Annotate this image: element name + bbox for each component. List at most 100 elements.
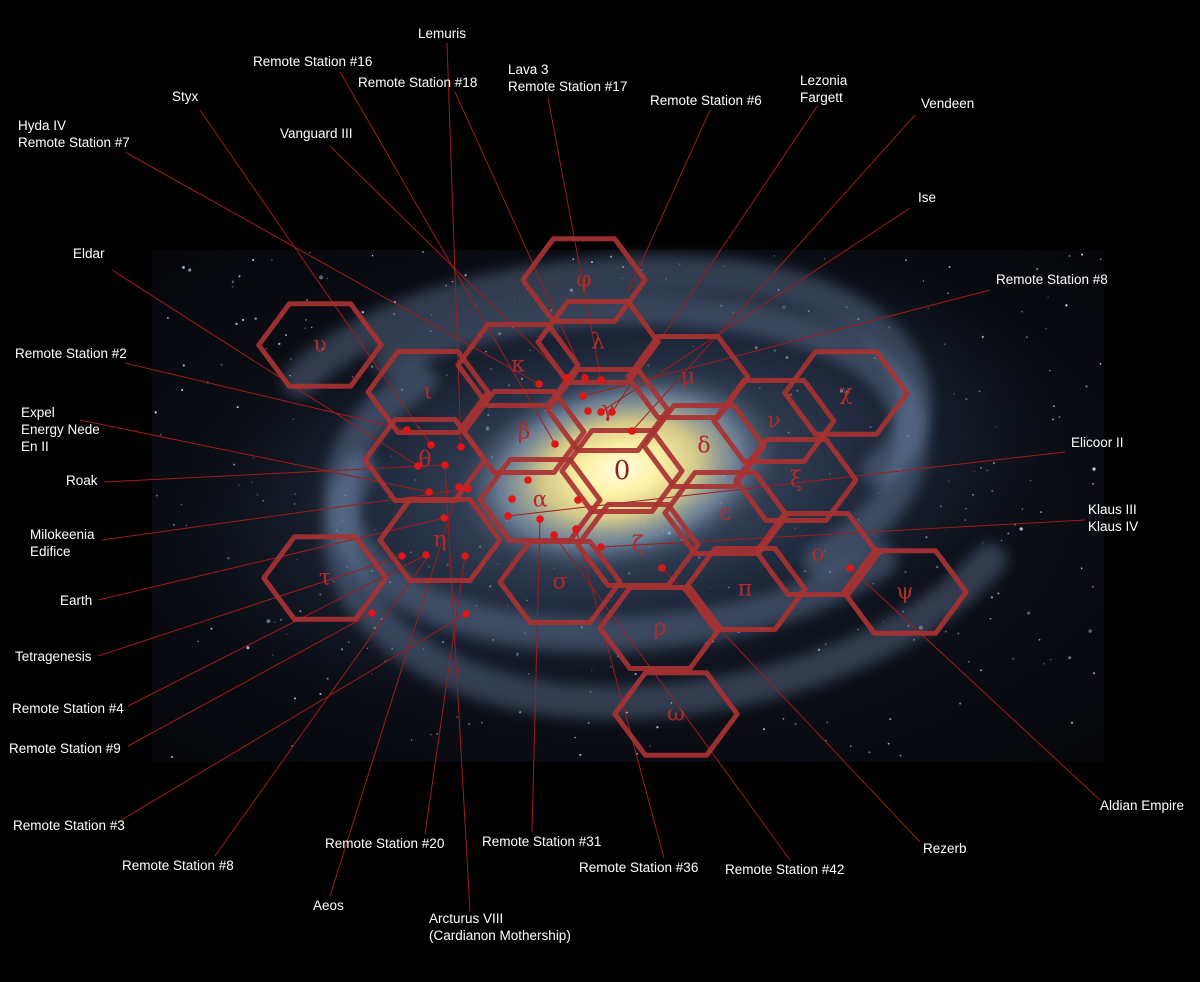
label-rezerb[interactable]: Rezerb [923, 841, 967, 856]
location-dot[interactable] [368, 609, 376, 617]
sector-sigma[interactable]: σ [497, 539, 623, 625]
label-remote-station-2[interactable]: Remote Station #2 [15, 346, 127, 361]
location-dot[interactable] [536, 515, 544, 523]
location-dot[interactable] [574, 496, 582, 504]
label-remote-station-4[interactable]: Remote Station #4 [12, 701, 124, 716]
label-arcturus-viii[interactable]: Arcturus VIII(Cardianon Mothership) [429, 911, 571, 943]
sector-rho[interactable]: ρ [597, 585, 723, 671]
sector-nu[interactable]: ν [711, 378, 837, 464]
label-styx[interactable]: Styx [172, 89, 199, 104]
sector-epsilon[interactable]: ε [662, 470, 788, 556]
spiral-arm [373, 291, 929, 577]
label-remote-station-16[interactable]: Remote Station #16 [253, 54, 372, 69]
label-remote-station-31[interactable]: Remote Station #31 [482, 834, 601, 849]
location-dot[interactable] [414, 462, 422, 470]
label-lemuris[interactable]: Lemuris [418, 26, 466, 41]
location-dot[interactable] [440, 514, 448, 522]
sector-delta[interactable]: δ [641, 403, 767, 489]
location-dot[interactable] [425, 488, 433, 496]
location-dot[interactable] [579, 392, 587, 400]
label-aldian-empire[interactable]: Aldian Empire [1100, 798, 1184, 813]
location-dot[interactable] [597, 543, 605, 551]
star [826, 721, 828, 724]
star [181, 388, 184, 392]
location-dot[interactable] [441, 461, 449, 469]
star [306, 299, 308, 301]
location-dot[interactable] [457, 443, 465, 451]
label-remote-station-3[interactable]: Remote Station #3 [13, 818, 125, 833]
location-dot[interactable] [628, 427, 636, 435]
location-dot[interactable] [562, 374, 570, 382]
label-remote-station-18[interactable]: Remote Station #18 [358, 75, 477, 90]
star [436, 733, 438, 735]
label-vanguard-iii[interactable]: Vanguard III [280, 126, 353, 141]
label-remote-station-42[interactable]: Remote Station #42 [725, 862, 844, 877]
label-remote-station-6[interactable]: Remote Station #6 [650, 93, 762, 108]
location-dot[interactable] [508, 495, 516, 503]
location-dot[interactable] [550, 531, 558, 539]
sector-eta[interactable]: η [377, 497, 503, 583]
location-dot[interactable] [427, 441, 435, 449]
pointer-line-remote-station-42 [553, 534, 791, 861]
label-remote-station-20[interactable]: Remote Station #20 [325, 836, 444, 851]
location-dot[interactable] [455, 483, 463, 491]
location-dot[interactable] [572, 525, 580, 533]
location-dot[interactable] [584, 407, 592, 415]
label-tetragenesis[interactable]: Tetragenesis [15, 649, 92, 664]
sector-chi[interactable]: χ [782, 349, 910, 437]
sector-psi[interactable]: ψ [841, 548, 969, 636]
pointer-line-klaus [600, 519, 1086, 548]
pointer-line-remote-station-6 [627, 109, 711, 293]
location-dot[interactable] [462, 610, 470, 618]
location-dot[interactable] [504, 512, 512, 520]
location-dot[interactable] [551, 440, 559, 448]
label-ise[interactable]: Ise [918, 190, 936, 205]
location-dot[interactable] [581, 374, 589, 382]
sector-omega[interactable]: ω [612, 670, 740, 758]
sector-upsilon[interactable]: υ [256, 301, 384, 389]
location-dot[interactable] [464, 485, 472, 493]
label-remote-station-36[interactable]: Remote Station #36 [579, 860, 698, 875]
sector-letter: δ [697, 434, 710, 459]
label-remote-station-8-south[interactable]: Remote Station #8 [122, 858, 234, 873]
sector-omicron-core[interactable]: 0 [559, 428, 685, 514]
label-eldar[interactable]: Eldar [73, 246, 105, 261]
location-dot[interactable] [524, 476, 532, 484]
location-dot[interactable] [597, 408, 605, 416]
location-dot[interactable] [461, 552, 469, 560]
sector-beta[interactable]: β [461, 389, 587, 475]
star [252, 259, 255, 262]
label-line: Milokeenia [30, 527, 95, 542]
location-dot[interactable] [658, 564, 666, 572]
star [1036, 267, 1039, 271]
label-earth[interactable]: Earth [60, 593, 92, 608]
location-dot[interactable] [422, 551, 430, 559]
location-dot[interactable] [403, 426, 411, 434]
label-vendeen[interactable]: Vendeen [921, 96, 974, 111]
location-dot[interactable] [846, 564, 854, 572]
label-roak[interactable]: Roak [66, 473, 98, 488]
label-remote-station-8-east[interactable]: Remote Station #8 [996, 272, 1108, 287]
label-remote-station-9[interactable]: Remote Station #9 [9, 741, 121, 756]
sector-gamma[interactable]: γ [545, 367, 671, 453]
sector-xi[interactable]: ξ [733, 437, 859, 523]
sector-tau[interactable]: τ [261, 534, 389, 622]
location-dot[interactable] [398, 552, 406, 560]
sector-iota[interactable]: ι [365, 349, 491, 435]
label-aeos[interactable]: Aeos [313, 898, 344, 913]
location-dot[interactable] [597, 376, 605, 384]
sector-lambda[interactable]: λ [535, 299, 661, 385]
star [1068, 656, 1072, 660]
label-elicoor-ii[interactable]: Elicoor II [1071, 435, 1124, 450]
location-dot[interactable] [608, 408, 616, 416]
location-dot[interactable] [535, 380, 543, 388]
sector-phi[interactable]: φ [520, 236, 648, 324]
sector-letter: β [518, 420, 531, 445]
pointer-line-elicoor-ii [507, 451, 1066, 517]
